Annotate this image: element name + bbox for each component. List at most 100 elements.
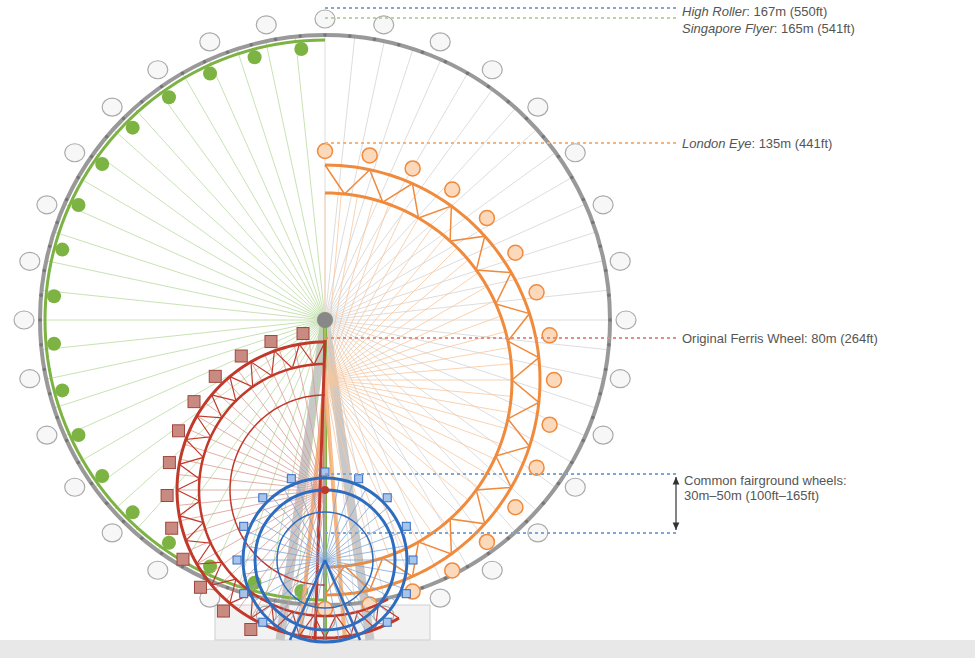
- height-label: High Roller: 167m (550ft): [682, 4, 827, 19]
- rim-joint: [570, 461, 574, 465]
- capsule: [20, 370, 40, 388]
- car: [188, 396, 200, 408]
- capsule: [362, 148, 377, 163]
- capsule: [529, 460, 544, 475]
- car: [233, 556, 241, 564]
- capsule: [616, 311, 636, 329]
- capsule: [294, 42, 308, 56]
- capsule: [482, 61, 502, 79]
- car: [402, 522, 410, 530]
- car: [297, 328, 309, 340]
- car: [355, 475, 363, 483]
- rim-joint: [348, 34, 352, 38]
- rim-joint: [591, 416, 595, 420]
- spoke: [325, 380, 445, 523]
- capsule: [203, 66, 217, 80]
- height-guide: [325, 473, 678, 475]
- spoke: [183, 73, 326, 320]
- capsule: [71, 428, 85, 442]
- rim-joint: [373, 38, 377, 42]
- rim-joint: [48, 244, 52, 248]
- spoke: [113, 320, 325, 511]
- support-leg: [290, 560, 325, 640]
- capsule: [547, 373, 562, 388]
- capsule: [95, 157, 109, 171]
- rim-joint: [487, 552, 491, 556]
- spoke: [42, 320, 325, 350]
- spoke: [78, 178, 325, 321]
- capsule: [542, 328, 557, 343]
- truss: [325, 165, 539, 595]
- spoke: [325, 380, 404, 549]
- capsule: [203, 560, 217, 574]
- rim-joint: [323, 33, 327, 37]
- spoke: [54, 232, 325, 320]
- capsule: [162, 536, 176, 550]
- rim-joint: [607, 343, 611, 347]
- rim-joint: [557, 482, 561, 486]
- capsule: [318, 144, 333, 159]
- rim-joint: [274, 38, 278, 42]
- rim-joint: [581, 198, 585, 202]
- rim-joint: [90, 155, 94, 159]
- rim-joint: [607, 293, 611, 297]
- rim-joint: [598, 244, 602, 248]
- capsule: [162, 90, 176, 104]
- rim-joint: [76, 461, 80, 465]
- spoke: [113, 129, 325, 320]
- spoke: [325, 380, 512, 381]
- capsule: [610, 370, 630, 388]
- rim-joint: [65, 198, 69, 202]
- rim-joint: [397, 43, 401, 47]
- car: [240, 522, 248, 530]
- capsule: [565, 478, 585, 496]
- capsule: [479, 211, 494, 226]
- spoke: [325, 320, 608, 350]
- capsule: [565, 144, 585, 162]
- spoke: [325, 380, 506, 428]
- capsule: [593, 196, 613, 214]
- rim-joint: [181, 71, 185, 75]
- capsule: [445, 182, 460, 197]
- height-guide: [325, 17, 678, 19]
- car: [383, 494, 391, 502]
- rim-joint: [557, 155, 561, 159]
- spoke: [325, 73, 468, 320]
- capsule: [529, 285, 544, 300]
- hub: [321, 486, 329, 494]
- rim-joint: [581, 439, 585, 443]
- rim-joint: [604, 368, 608, 372]
- spoke: [325, 380, 511, 396]
- wheel-rim: [40, 35, 610, 605]
- rim-joint: [39, 293, 43, 297]
- car: [163, 457, 175, 469]
- spoke: [325, 218, 419, 380]
- spoke: [325, 380, 487, 474]
- rim-joint: [542, 501, 546, 505]
- capsule: [37, 196, 57, 214]
- spoke: [325, 364, 511, 380]
- capsule: [528, 98, 548, 116]
- capsule: [102, 524, 122, 542]
- rim-joint: [506, 100, 510, 104]
- rim-joint: [298, 34, 302, 38]
- rim-joint: [466, 71, 470, 75]
- spoke: [325, 290, 608, 320]
- height-label: London Eye: 135m (441ft): [682, 136, 832, 151]
- capsule: [200, 33, 220, 51]
- spoke: [325, 320, 610, 321]
- spoke: [325, 211, 404, 380]
- rim-joint: [43, 269, 47, 273]
- wheel-rim: [243, 478, 407, 642]
- rim-joint: [542, 135, 546, 139]
- capsule: [430, 589, 450, 607]
- rim-joint: [38, 318, 42, 322]
- wheels: [14, 10, 636, 642]
- capsule: [445, 563, 460, 578]
- wheel-rim: [325, 193, 512, 567]
- spoke: [325, 320, 468, 567]
- car: [194, 581, 206, 593]
- rim-joint: [122, 117, 126, 121]
- rim-joint: [140, 537, 144, 541]
- height-guide: [325, 142, 678, 144]
